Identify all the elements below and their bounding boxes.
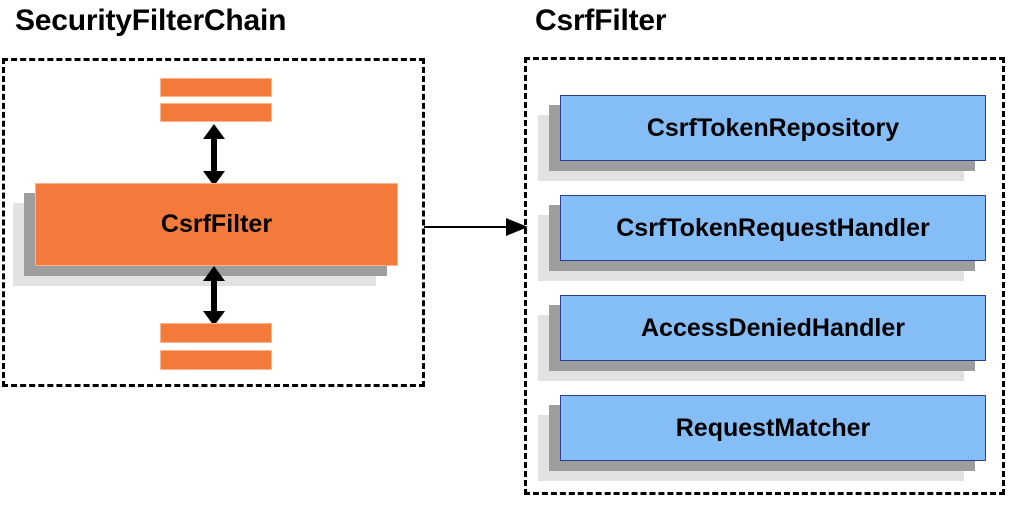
filter-bar-top-1 [160, 78, 272, 97]
double-arrow-top [203, 124, 225, 186]
card-request-matcher[interactable]: RequestMatcher [538, 395, 986, 481]
card-face: RequestMatcher [560, 395, 986, 461]
card-label-request-matcher: RequestMatcher [675, 413, 871, 442]
card-face: AccessDeniedHandler [560, 295, 986, 361]
arrow-stem [211, 279, 217, 313]
card-csrf-filter[interactable]: CsrfFilter [13, 183, 398, 286]
card-csrf-token-request-handler[interactable]: CsrfTokenRequestHandler [538, 195, 986, 281]
arrow-head-right-icon [506, 218, 528, 236]
card-label-access-denied-handler: AccessDeniedHandler [640, 313, 905, 342]
card-label-csrf-token-request-handler: CsrfTokenRequestHandler [616, 213, 930, 242]
arrow-stem [424, 226, 516, 228]
card-face: CsrfFilter [35, 183, 398, 266]
arrow-head-up-icon [203, 266, 225, 281]
arrow-head-down-icon [203, 311, 225, 326]
csrffilter-to-components-arrow [424, 218, 528, 236]
arrow-head-up-icon [203, 124, 225, 139]
card-access-denied-handler[interactable]: AccessDeniedHandler [538, 295, 986, 381]
card-face: CsrfTokenRequestHandler [560, 195, 986, 261]
group-box-security-filter-chain [2, 58, 425, 387]
card-face: CsrfTokenRepository [560, 95, 986, 161]
page-title-security-filter-chain: SecurityFilterChain [15, 4, 287, 37]
card-label-csrf-token-repository: CsrfTokenRepository [646, 113, 900, 142]
filter-bar-top-2 [160, 103, 272, 122]
group-box-csrf-filter [524, 57, 1005, 495]
filter-bar-bottom-2 [160, 350, 272, 370]
page-title-csrf-filter: CsrfFilter [535, 4, 667, 37]
arrow-head-down-icon [203, 171, 225, 186]
filter-bar-bottom-1 [160, 323, 272, 343]
card-csrf-token-repository[interactable]: CsrfTokenRepository [538, 95, 986, 181]
double-arrow-bottom [203, 266, 225, 326]
card-label-csrf-filter: CsrfFilter [160, 210, 273, 238]
arrow-stem [211, 137, 217, 173]
